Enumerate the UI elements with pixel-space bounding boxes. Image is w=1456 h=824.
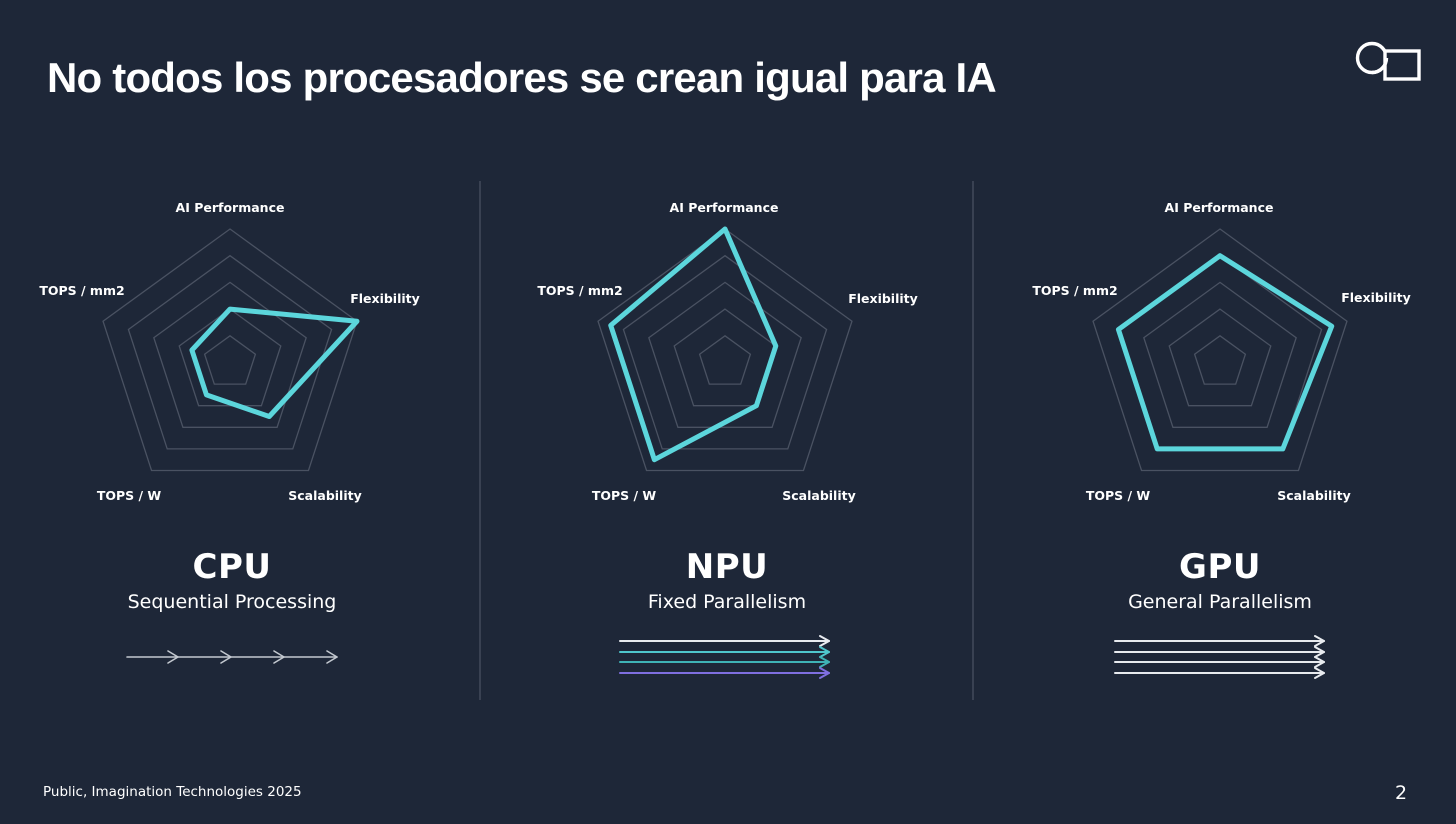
axis-label-tops-per-w: TOPS / W: [591, 488, 657, 503]
axis-label-flexibility: Flexibility: [1341, 290, 1411, 305]
axis-label-tops-per-w: TOPS / W: [96, 488, 162, 503]
page-number: 2: [1395, 782, 1408, 804]
column-divider: [972, 181, 974, 700]
axis-label-tops-per-mm2: TOPS / mm2: [39, 283, 125, 298]
axis-label-ai-performance: AI Performance: [669, 200, 779, 215]
sequential-arrow-icon: [126, 650, 338, 664]
cpu-subtitle: Sequential Processing: [127, 591, 337, 613]
imagination-logo-icon: [1355, 41, 1421, 81]
axis-label-scalability: Scalability: [288, 488, 362, 503]
axis-label-ai-performance: AI Performance: [1164, 200, 1274, 215]
axis-label-ai-performance: AI Performance: [175, 200, 285, 215]
general-parallel-arrows-icon: [1114, 635, 1325, 679]
axis-label-tops-per-w: TOPS / W: [1085, 488, 1151, 503]
axis-label-scalability: Scalability: [1277, 488, 1351, 503]
axis-label-flexibility: Flexibility: [848, 291, 918, 306]
column-divider: [479, 181, 481, 700]
axis-label-scalability: Scalability: [782, 488, 856, 503]
npu-title: NPU: [685, 547, 769, 587]
axis-label-flexibility: Flexibility: [350, 291, 420, 306]
gpu-title: GPU: [1179, 547, 1261, 587]
axis-label-tops-per-mm2: TOPS / mm2: [537, 283, 623, 298]
slide-title: No todos los procesadores se crean igual…: [47, 54, 997, 101]
cpu-title: CPU: [192, 547, 272, 587]
fixed-parallel-arrows-icon: [619, 635, 830, 679]
footer-text: Public, Imagination Technologies 2025: [43, 784, 302, 800]
axis-label-tops-per-mm2: TOPS / mm2: [1032, 283, 1118, 298]
gpu-subtitle: General Parallelism: [1128, 591, 1312, 613]
npu-subtitle: Fixed Parallelism: [647, 591, 807, 613]
